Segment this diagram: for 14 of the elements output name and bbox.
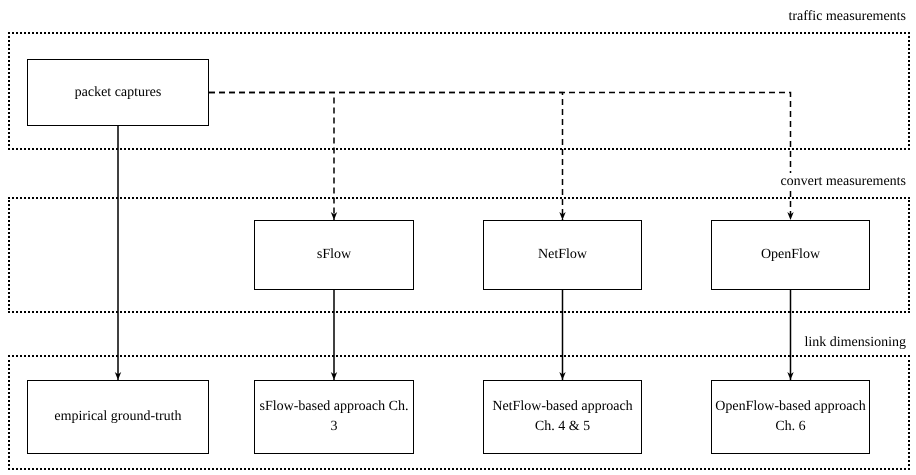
group-heading: link dimensioning [804,334,906,352]
process-box: OpenFlow [711,220,870,290]
process-box: packet captures [27,59,209,126]
process-box: NetFlow [483,220,642,290]
arrow [559,290,566,380]
process-box: NetFlow-based approach Ch. 4 & 5 [483,380,642,454]
arrow [209,92,794,220]
arrow [330,290,338,380]
process-box: OpenFlow-based approach Ch. 6 [711,380,870,454]
process-box: empirical ground-truth [27,380,209,454]
arrow [114,126,122,380]
process-box: sFlow-based approach Ch. 3 [254,380,414,454]
process-box: sFlow [254,220,414,290]
arrow [787,290,794,380]
